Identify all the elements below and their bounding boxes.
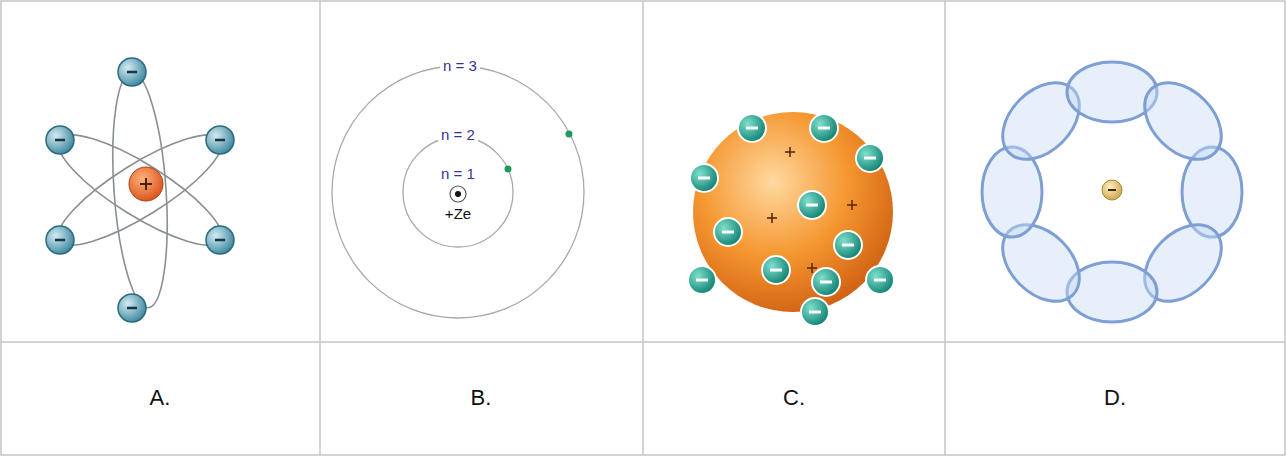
option-letter: A. bbox=[150, 386, 171, 410]
option-letter: C. bbox=[783, 386, 805, 410]
planetary-atom bbox=[46, 58, 235, 322]
option-letter: D. bbox=[1104, 386, 1126, 410]
wave-atom bbox=[982, 62, 1242, 322]
orbit-label: n = 2 bbox=[438, 127, 478, 144]
bohr-atom bbox=[332, 66, 584, 318]
plum-pudding-atom bbox=[688, 112, 894, 326]
orbit-label: n = 3 bbox=[440, 58, 480, 75]
nucleus-charge: +Ze bbox=[445, 206, 471, 223]
option-letter: B. bbox=[471, 386, 492, 410]
wave-atom-nucleus bbox=[1102, 180, 1122, 200]
orbit-label: n = 1 bbox=[441, 166, 475, 183]
